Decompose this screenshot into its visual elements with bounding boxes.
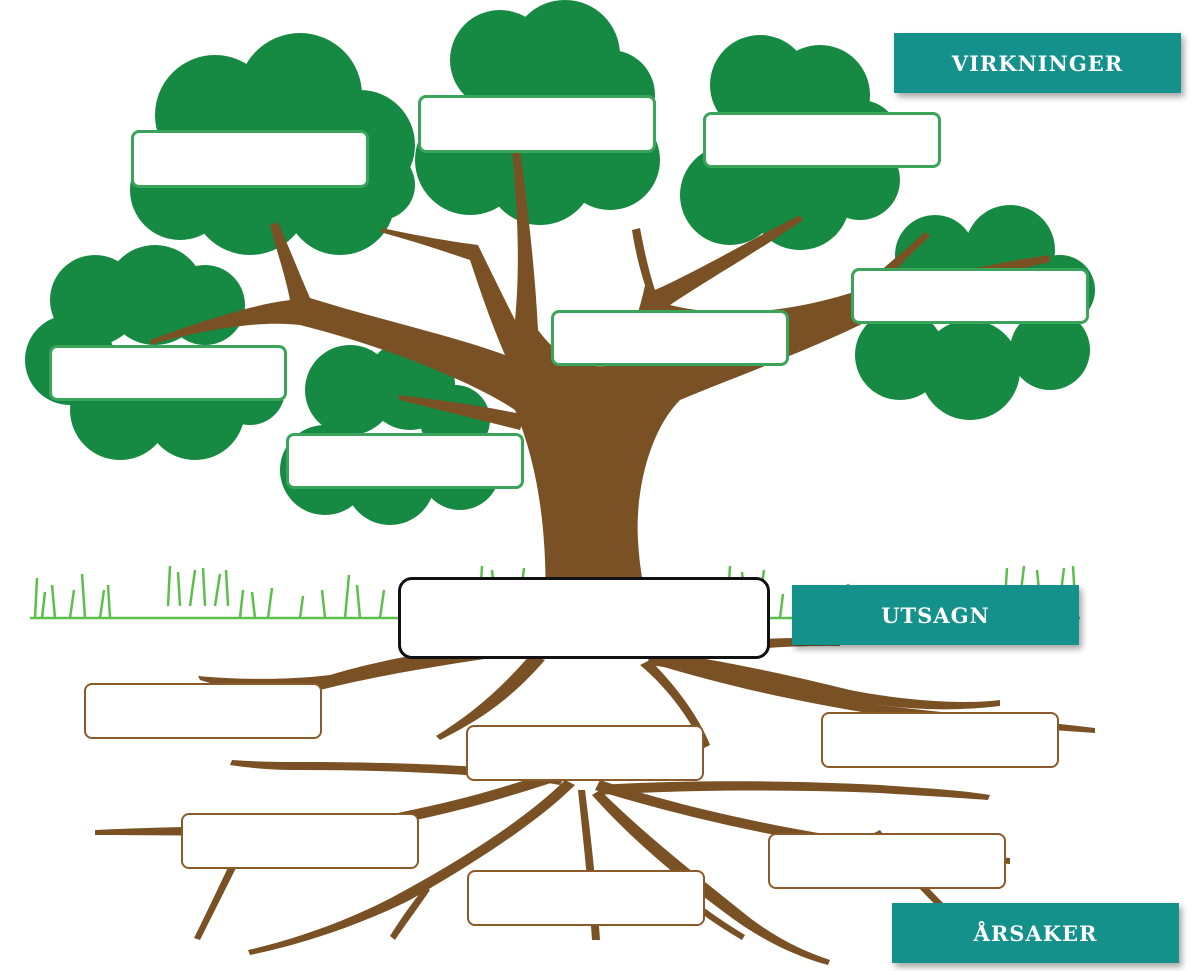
effect-box[interactable] (131, 130, 369, 188)
cause-box[interactable] (466, 725, 704, 781)
causes-label: ÅRSAKER (892, 903, 1179, 963)
cause-box[interactable] (821, 712, 1059, 768)
effect-box[interactable] (418, 95, 656, 153)
cause-box[interactable] (84, 683, 322, 739)
cause-box[interactable] (768, 833, 1006, 889)
statement-box[interactable] (398, 577, 770, 659)
effect-box[interactable] (851, 268, 1089, 324)
effects-label: VIRKNINGER (894, 33, 1181, 93)
statement-label: UTSAGN (792, 585, 1079, 645)
effect-box[interactable] (551, 310, 789, 366)
effect-box[interactable] (286, 433, 524, 489)
cause-box[interactable] (181, 813, 419, 869)
effect-box[interactable] (703, 112, 941, 168)
cause-box[interactable] (467, 870, 705, 926)
effect-box[interactable] (49, 345, 287, 401)
